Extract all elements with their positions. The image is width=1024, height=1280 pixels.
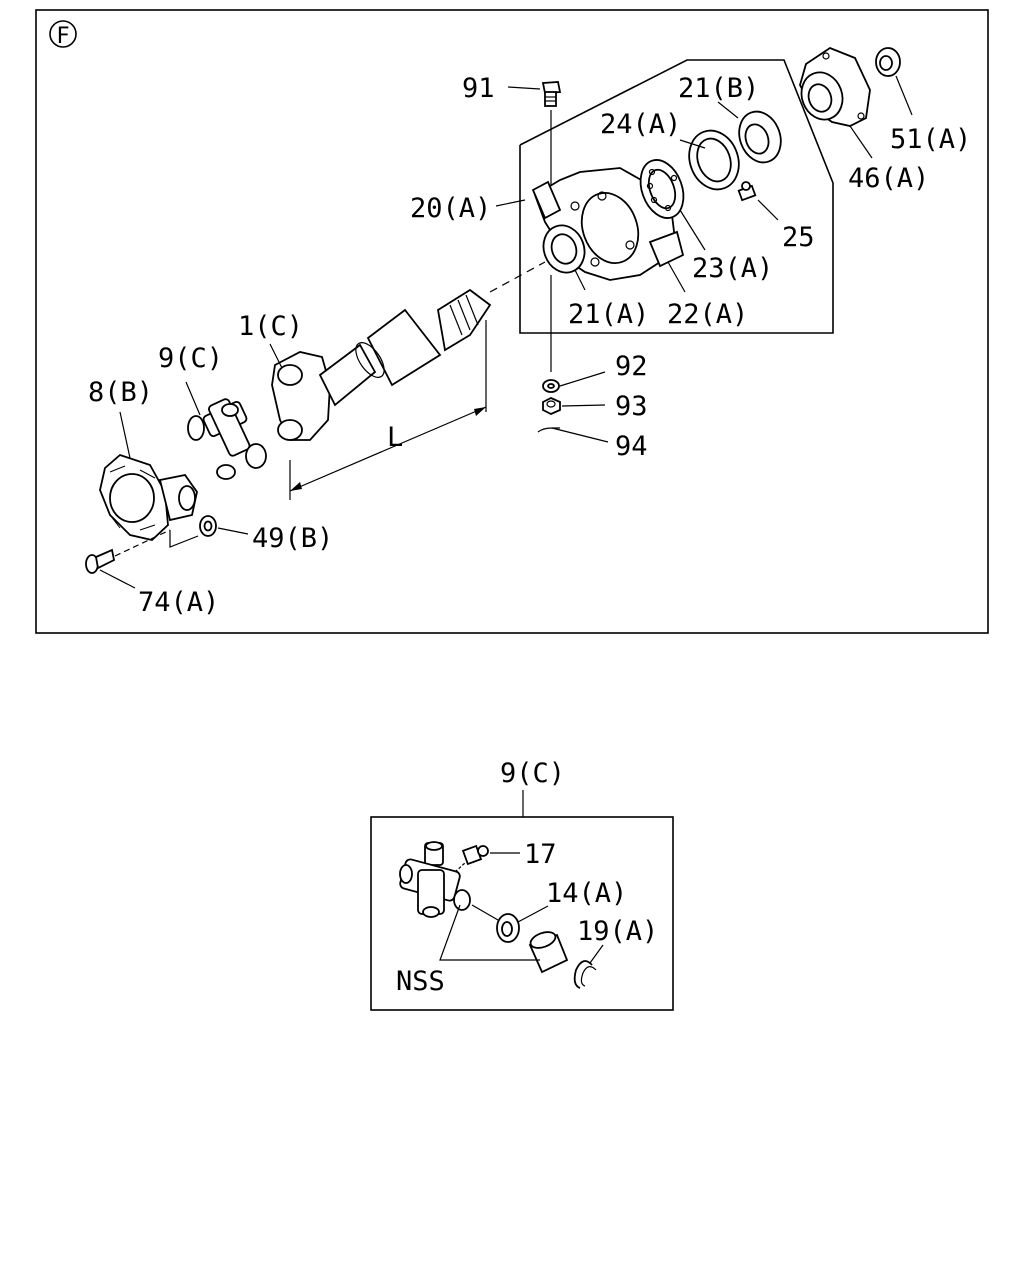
washer-92 bbox=[542, 379, 560, 393]
label-25: 25 bbox=[782, 222, 815, 253]
label-93: 93 bbox=[615, 391, 648, 422]
flange-yoke-8b bbox=[99, 453, 198, 541]
label-dimension-L: L bbox=[387, 422, 403, 453]
nut-49b bbox=[199, 515, 217, 537]
label-1c: 1(C) bbox=[238, 311, 303, 342]
label-92: 92 bbox=[615, 351, 648, 382]
seal-14a bbox=[496, 913, 520, 943]
bolt-path-line bbox=[169, 530, 199, 548]
label-21a: 21(A) bbox=[568, 299, 649, 330]
bearing-cup bbox=[528, 931, 569, 974]
seal-21b bbox=[738, 110, 782, 164]
upper-panel-frame bbox=[35, 9, 989, 634]
grease-nipple-17 bbox=[454, 844, 489, 873]
label-94: 94 bbox=[615, 431, 648, 462]
grease-nipple-25 bbox=[737, 181, 757, 202]
leader-lines-upper bbox=[99, 75, 913, 589]
label-91: 91 bbox=[462, 73, 495, 104]
label-46a: 46(A) bbox=[848, 163, 929, 194]
nut-93 bbox=[542, 397, 561, 415]
label-19a: 19(A) bbox=[577, 916, 658, 947]
label-nss: NSS bbox=[396, 966, 445, 997]
seal-21a bbox=[542, 224, 586, 274]
label-14a: 14(A) bbox=[546, 878, 627, 909]
dimension-L bbox=[289, 320, 487, 500]
universal-joint-9c bbox=[187, 398, 267, 480]
label-24a: 24(A) bbox=[600, 109, 681, 140]
label-51a: 51(A) bbox=[890, 124, 971, 155]
label-22a: 22(A) bbox=[667, 299, 748, 330]
label-20a: 20(A) bbox=[410, 193, 491, 224]
label-21b: 21(B) bbox=[678, 73, 759, 104]
label-8b: 8(B) bbox=[88, 377, 153, 408]
section-marker: F bbox=[56, 24, 69, 49]
spider-detail bbox=[399, 841, 471, 918]
propeller-shaft-1c bbox=[271, 261, 546, 441]
label-23a: 23(A) bbox=[692, 253, 773, 284]
label-74a: 74(A) bbox=[138, 587, 219, 618]
section-marker-circle bbox=[49, 20, 77, 48]
label-49b: 49(B) bbox=[252, 523, 333, 554]
snap-ring-19a bbox=[573, 960, 597, 989]
bearing-23a bbox=[639, 159, 685, 219]
lower-panel-title: 9(C) bbox=[500, 758, 565, 789]
label-9c: 9(C) bbox=[158, 343, 223, 374]
leader-lines-lower bbox=[439, 852, 604, 964]
lower-panel-frame bbox=[370, 816, 674, 1011]
flange-46a bbox=[799, 46, 871, 127]
label-17: 17 bbox=[524, 839, 557, 870]
ring-24a bbox=[688, 129, 740, 191]
center-bearing-group-frame bbox=[519, 59, 834, 334]
bolt-74a bbox=[85, 529, 171, 574]
nut-51a bbox=[875, 47, 901, 77]
cotter-pin-94 bbox=[537, 427, 560, 433]
